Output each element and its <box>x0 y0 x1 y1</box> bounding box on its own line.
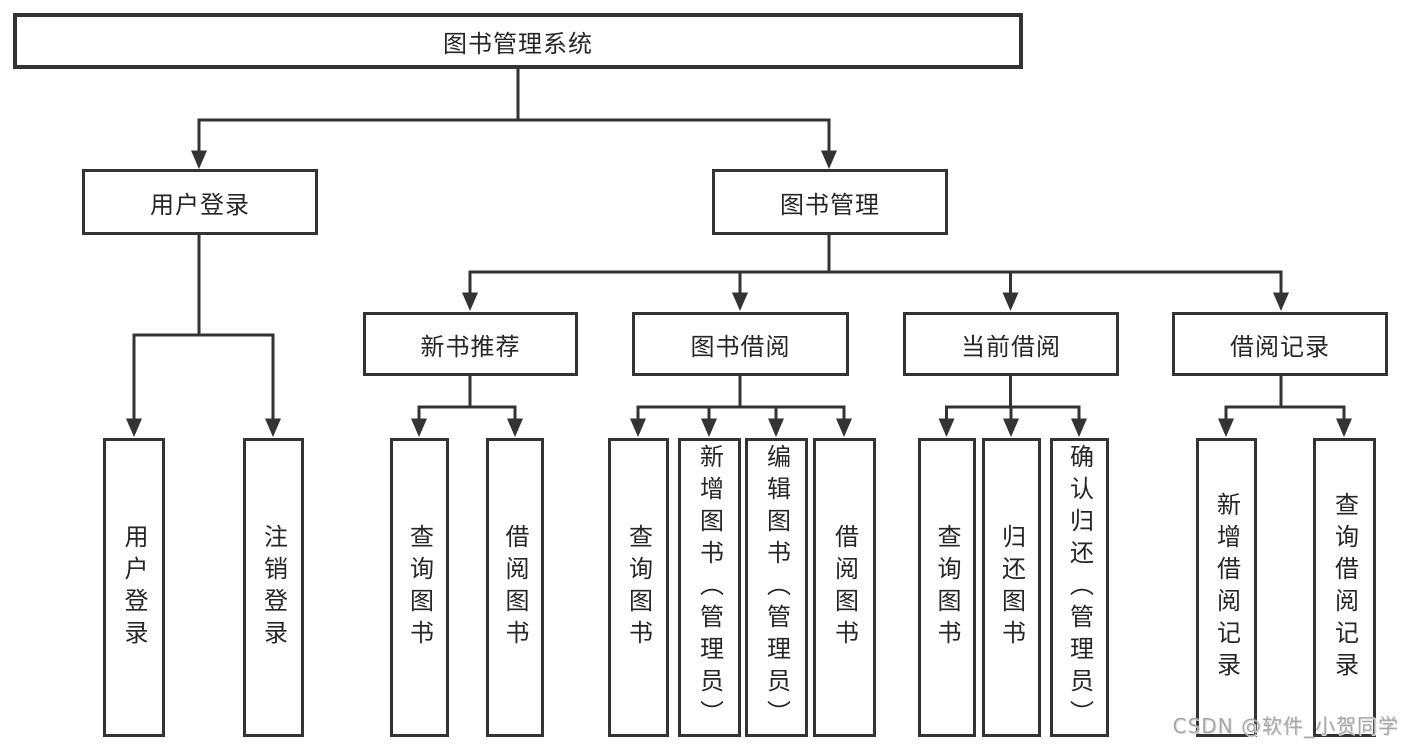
node-current-borrow: 当前借阅 <box>903 312 1119 376</box>
leaf-newbook-borrow-books-label: 借阅图书 <box>501 523 529 652</box>
node-user-login: 用户登录 <box>82 169 318 235</box>
leaf-newbook-borrow-books: 借阅图书 <box>486 438 544 737</box>
node-root: 图书管理系统 <box>13 13 1023 69</box>
leaf-borrow-borrow-books-label: 借阅图书 <box>830 523 859 652</box>
leaf-borrow-add-books-admin-label: 新增图书（管理员） <box>695 443 724 732</box>
leaf-borrow-edit-books-admin: 编辑图书（管理员） <box>745 438 808 737</box>
leaf-borrow-query-books-label: 查询图书 <box>624 523 653 652</box>
leaf-borrow-borrow-books: 借阅图书 <box>813 438 876 737</box>
watermark-text: CSDN @软件_小贺同学 <box>1172 714 1399 738</box>
leaf-records-add-borrow-record-label: 新增借阅记录 <box>1212 491 1241 684</box>
leaf-current-query-books-label: 查询图书 <box>933 523 961 652</box>
leaf-borrow-query-books: 查询图书 <box>608 438 669 737</box>
leaf-current-return-books-label: 归还图书 <box>997 523 1026 652</box>
node-borrow-records: 借阅记录 <box>1172 312 1388 376</box>
leaf-records-query-borrow-record: 查询借阅记录 <box>1313 438 1376 737</box>
leaf-logout-login: 注销登录 <box>243 438 304 737</box>
node-new-book-recommend: 新书推荐 <box>363 312 578 376</box>
leaf-borrow-edit-books-admin-label: 编辑图书（管理员） <box>762 443 791 732</box>
leaf-user-login: 用户登录 <box>103 438 165 737</box>
leaf-records-query-borrow-record-label: 查询借阅记录 <box>1330 491 1359 684</box>
node-book-management: 图书管理 <box>712 169 948 235</box>
leaf-current-confirm-return-admin: 确认归还（管理员） <box>1050 438 1109 737</box>
leaf-records-add-borrow-record: 新增借阅记录 <box>1196 438 1257 737</box>
leaf-current-confirm-return-admin-label: 确认归还（管理员） <box>1065 443 1094 732</box>
leaf-logout-login-label: 注销登录 <box>259 523 288 652</box>
leaf-newbook-query-books-label: 查询图书 <box>405 523 434 652</box>
leaf-current-return-books: 归还图书 <box>982 438 1041 737</box>
leaf-borrow-add-books-admin: 新增图书（管理员） <box>678 438 741 737</box>
node-book-borrow: 图书借阅 <box>632 312 849 376</box>
leaf-current-query-books: 查询图书 <box>918 438 976 737</box>
leaf-user-login-label: 用户登录 <box>120 523 148 652</box>
leaf-newbook-query-books: 查询图书 <box>390 438 449 737</box>
